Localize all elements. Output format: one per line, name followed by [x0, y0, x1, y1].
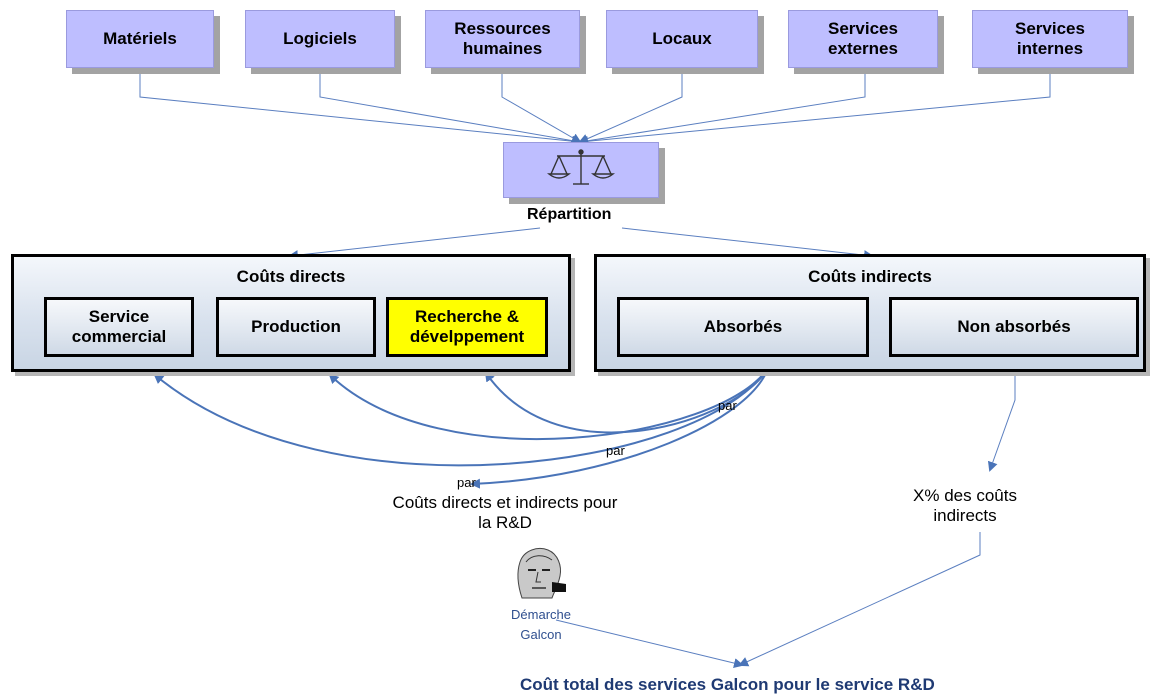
edge-non-absorbes [987, 355, 1016, 472]
total-cost-label: Coût total des services Galcon pour le s… [520, 675, 935, 694]
edge-services-internes [578, 70, 1051, 147]
edge-to-direct [288, 227, 541, 261]
edge-services-externes [578, 70, 866, 146]
direct-costs-title: Coûts directs [236, 267, 346, 286]
source-ressources-humaines: Ressources humaines [425, 10, 580, 68]
edge-logiciels [319, 70, 582, 146]
source-logiciels: Logiciels [245, 10, 395, 68]
indirect-costs-title: Coûts indirects [808, 267, 932, 286]
edge-label-par-3: par [457, 475, 476, 490]
rd-costs-text: Coûts directs et indirects pour la R&D [392, 493, 618, 532]
edge-pct-to-total [738, 532, 981, 667]
source-services-internes: Services internes [972, 10, 1128, 68]
edge-label-par-1: par [718, 398, 737, 413]
repartition-box [503, 142, 659, 198]
galcon-label: Démarche Galcon [511, 607, 571, 642]
edge-ressources [501, 70, 582, 143]
edge-to-indirect [621, 227, 874, 261]
node-production: Production [216, 297, 376, 357]
scale-icon [545, 146, 617, 195]
indirect-costs-group: Coûts indirects Absorbés Non absorbés [594, 254, 1146, 372]
curve-to-rd-costs [470, 367, 769, 489]
node-absorbes: Absorbés [617, 297, 869, 357]
node-non-absorbes: Non absorbés [889, 297, 1139, 357]
pct-indirect-text: X% des coûts indirects [913, 486, 1017, 525]
curve-to-rd [484, 367, 769, 434]
source-materiels: Matériels [66, 10, 214, 68]
edge-locaux [578, 70, 683, 144]
edge-materiels [139, 70, 582, 147]
edge-label-par-2: par [606, 443, 625, 458]
direct-costs-group: Coûts directs Service commercial Product… [11, 254, 571, 372]
galcon-portrait-icon [508, 542, 570, 607]
edge-galcon-to-total [555, 619, 744, 668]
source-locaux: Locaux [606, 10, 758, 68]
curve-to-production [328, 367, 769, 441]
curve-to-commercial [153, 367, 769, 467]
source-services-externes: Services externes [788, 10, 938, 68]
node-service-commercial: Service commercial [44, 297, 194, 357]
repartition-label: Répartition [527, 206, 612, 223]
node-recherche-developpement: Recherche & dévelppement [386, 297, 548, 357]
